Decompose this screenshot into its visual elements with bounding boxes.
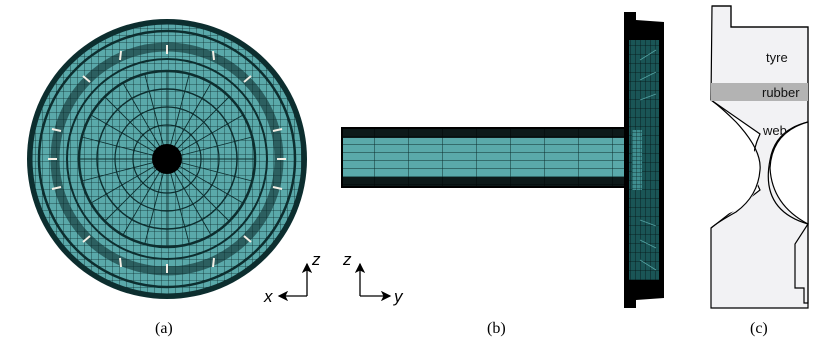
panel-a-wheel-mesh xyxy=(27,19,307,299)
wheel-hub-dense-center xyxy=(152,144,182,174)
wheel-disc-radials xyxy=(639,49,657,271)
axis-label-y: y xyxy=(393,287,404,306)
axis-label-x: x xyxy=(263,287,273,306)
panel-c-cross-section: tyre rubber web xyxy=(710,5,809,309)
panel-b-axis-triad: y z xyxy=(342,250,404,306)
axis-label-z-a: z xyxy=(311,250,321,269)
label-tyre: tyre xyxy=(766,50,788,65)
label-web: web xyxy=(762,123,787,138)
web-cutout-left xyxy=(711,100,760,228)
axis-label-z-b: z xyxy=(342,250,352,269)
section-outline xyxy=(712,5,809,304)
wheel-slot-marks xyxy=(48,45,286,273)
web-cutout-right xyxy=(769,121,809,225)
wheel-hub-mesh xyxy=(632,130,642,190)
panel-a-axis-triad: x z xyxy=(263,250,321,306)
caption-c: (c) xyxy=(750,320,768,337)
panel-b-side-mesh xyxy=(341,12,664,308)
label-rubber: rubber xyxy=(762,85,800,100)
caption-a: (a) xyxy=(155,320,173,337)
rubber-band xyxy=(711,83,808,101)
caption-b: (b) xyxy=(487,320,506,337)
